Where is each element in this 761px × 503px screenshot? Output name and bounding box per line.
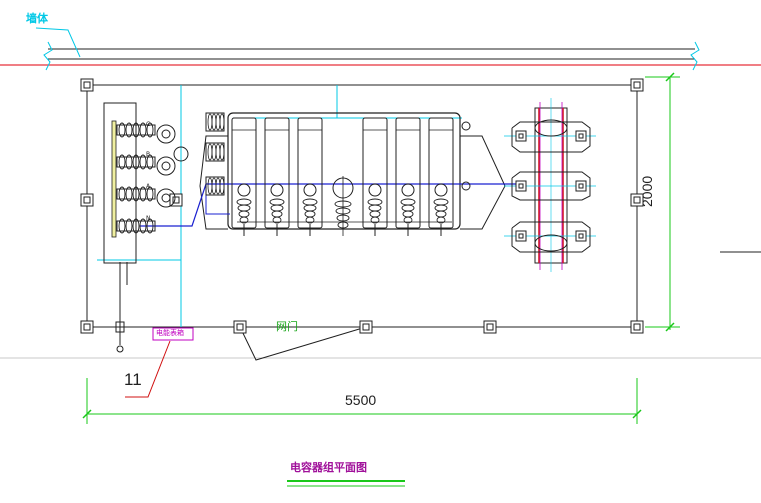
terminal-icon bbox=[156, 124, 176, 144]
capacitor-unit-icon bbox=[297, 117, 323, 236]
height-tick-top bbox=[665, 72, 675, 82]
width-tick-left bbox=[82, 409, 92, 419]
reactor-post-icon bbox=[575, 130, 587, 142]
neutral-wire bbox=[140, 183, 520, 227]
terminal-icon bbox=[156, 156, 176, 176]
reactor-post-icon bbox=[515, 180, 527, 192]
height-dimension-label: 2000 bbox=[639, 175, 655, 207]
terminal-icon bbox=[173, 146, 189, 162]
ground-terminal bbox=[116, 345, 124, 353]
reactor-post-icon bbox=[515, 130, 527, 142]
center-bushing-icon bbox=[332, 176, 354, 236]
capacitor-unit-icon bbox=[395, 117, 421, 236]
insulator-icon bbox=[116, 186, 156, 202]
reactor-post-icon bbox=[575, 180, 587, 192]
insulator-icon bbox=[116, 218, 156, 234]
wall-break-right bbox=[690, 41, 700, 71]
fence-post-icon bbox=[233, 320, 247, 334]
capacitor-unit-icon bbox=[264, 117, 290, 236]
fence-post-icon bbox=[80, 320, 94, 334]
height-tick-bottom bbox=[665, 322, 675, 332]
callout-leader bbox=[125, 340, 171, 398]
wire-stub bbox=[205, 186, 230, 215]
wall-label: 墙体 bbox=[26, 12, 48, 25]
meter-box-label: 电能表箱 bbox=[156, 329, 184, 337]
phase-label-a: A bbox=[146, 183, 151, 190]
tank-left-flange bbox=[199, 135, 228, 230]
gate-label: 网门 bbox=[276, 320, 298, 333]
fence-post-icon bbox=[359, 320, 373, 334]
wall-leader bbox=[35, 27, 81, 58]
fence-post-icon bbox=[630, 320, 644, 334]
insulator-icon bbox=[205, 142, 225, 162]
capacitor-tank bbox=[227, 112, 461, 230]
capacitor-unit-icon bbox=[231, 117, 257, 236]
insulator-icon bbox=[205, 112, 225, 132]
phase-label-b: B bbox=[146, 151, 151, 158]
ground-clamp bbox=[115, 321, 125, 333]
callout-number: 11 bbox=[124, 370, 142, 389]
phase-label-n: N bbox=[146, 215, 151, 222]
wall-break-left bbox=[43, 41, 53, 71]
fence-post-icon bbox=[80, 193, 94, 207]
busbar-strip bbox=[111, 120, 117, 238]
fence-post-icon bbox=[483, 320, 497, 334]
terminal-icon bbox=[156, 188, 176, 208]
width-tick-right bbox=[632, 409, 642, 419]
insulator-icon bbox=[116, 154, 156, 170]
fence-post-icon bbox=[630, 193, 644, 207]
fence-post-icon bbox=[169, 193, 183, 207]
meter-box bbox=[152, 327, 194, 341]
bolt-icon bbox=[461, 121, 471, 131]
fence-post-icon bbox=[80, 78, 94, 92]
phase-label-c: C bbox=[146, 121, 151, 128]
reactor-frame bbox=[504, 98, 596, 272]
reactor-post-icon bbox=[575, 230, 587, 242]
bolt-icon bbox=[461, 181, 471, 191]
width-dimension-label: 5500 bbox=[345, 392, 377, 408]
drawing-title: 电容器组平面图 bbox=[290, 461, 367, 474]
reactor-post-icon bbox=[515, 230, 527, 242]
fence-post-icon bbox=[630, 78, 644, 92]
insulator-icon bbox=[116, 122, 156, 138]
insulator-icon bbox=[205, 176, 225, 196]
capacitor-unit-icon bbox=[362, 117, 388, 236]
capacitor-unit-icon bbox=[428, 117, 454, 236]
switch-cabinet bbox=[103, 102, 137, 264]
gate-swing bbox=[239, 326, 367, 361]
